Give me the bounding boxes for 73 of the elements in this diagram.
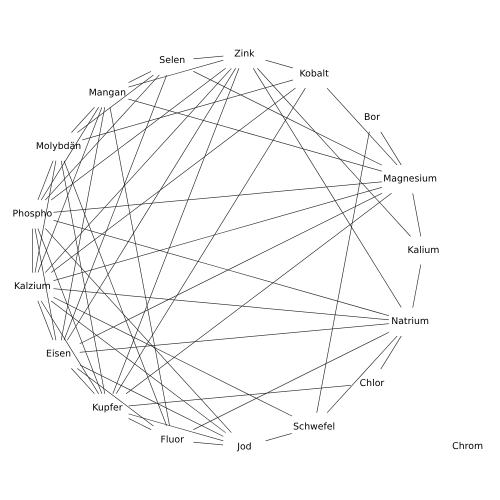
connector: [40, 106, 99, 200]
connector: [326, 335, 398, 413]
node-text: Eisen: [46, 348, 72, 360]
connector: [77, 368, 154, 426]
connector: [128, 59, 224, 87]
connector: [82, 79, 294, 140]
connector: [193, 70, 382, 165]
connector: [79, 192, 382, 344]
connector: [380, 335, 402, 369]
connector: [316, 130, 370, 413]
connector: [38, 300, 54, 340]
connector: [34, 160, 56, 272]
node-text: Selen: [159, 54, 186, 66]
connector: [126, 192, 392, 394]
connector: [265, 432, 292, 441]
connector: [77, 74, 154, 132]
connector: [40, 300, 99, 394]
connector: [80, 364, 224, 436]
connector: [45, 68, 232, 272]
connector: [128, 418, 152, 430]
node-text: Magnesium: [383, 173, 438, 184]
connector: [257, 68, 411, 236]
connector: [53, 181, 382, 212]
connector: [53, 186, 382, 281]
connector: [38, 106, 102, 272]
connector: [60, 160, 106, 394]
connector: [45, 228, 232, 432]
connector: [64, 160, 167, 426]
node-text: Kupfer: [92, 402, 123, 413]
connector: [50, 68, 226, 200]
connector: [79, 322, 390, 352]
node-text: Kobalt: [300, 68, 329, 79]
connector: [380, 131, 402, 165]
connector: [252, 67, 402, 308]
connector: [193, 331, 390, 430]
connector: [110, 106, 170, 426]
connector: [64, 74, 167, 340]
connector: [53, 288, 390, 320]
connector: [112, 67, 240, 394]
node-text: Bor: [364, 112, 380, 123]
node-text: Schwefel: [293, 420, 336, 432]
connector: [38, 228, 102, 394]
connector: [32, 228, 33, 272]
node-text: Mangan: [88, 87, 126, 98]
node-text: Jod: [237, 440, 252, 452]
connector: [326, 87, 398, 165]
connector: [53, 296, 292, 416]
connector: [50, 300, 226, 432]
node-text: Zink: [234, 48, 255, 60]
node-text: Natrium: [391, 316, 430, 327]
connector: [193, 441, 224, 445]
connector: [34, 228, 56, 340]
connector: [60, 106, 106, 340]
connector: [71, 368, 95, 394]
connector: [128, 384, 352, 406]
connector: [50, 87, 296, 272]
connector: [53, 219, 390, 316]
connector: [128, 70, 152, 82]
connector: [44, 74, 160, 200]
node-text: Chlor: [360, 377, 384, 388]
connector: [193, 55, 224, 59]
node-text: Chrom: [452, 440, 484, 452]
connector: [412, 264, 422, 308]
connector: [38, 160, 54, 200]
connector: [128, 98, 382, 172]
node-text: Kalium: [408, 244, 440, 256]
connector: [71, 106, 95, 132]
connector: [116, 87, 306, 394]
connector: [128, 413, 224, 441]
connector: [412, 192, 422, 236]
connector: [66, 67, 236, 340]
connector: [265, 59, 294, 68]
node-text: Fluor: [160, 434, 184, 446]
